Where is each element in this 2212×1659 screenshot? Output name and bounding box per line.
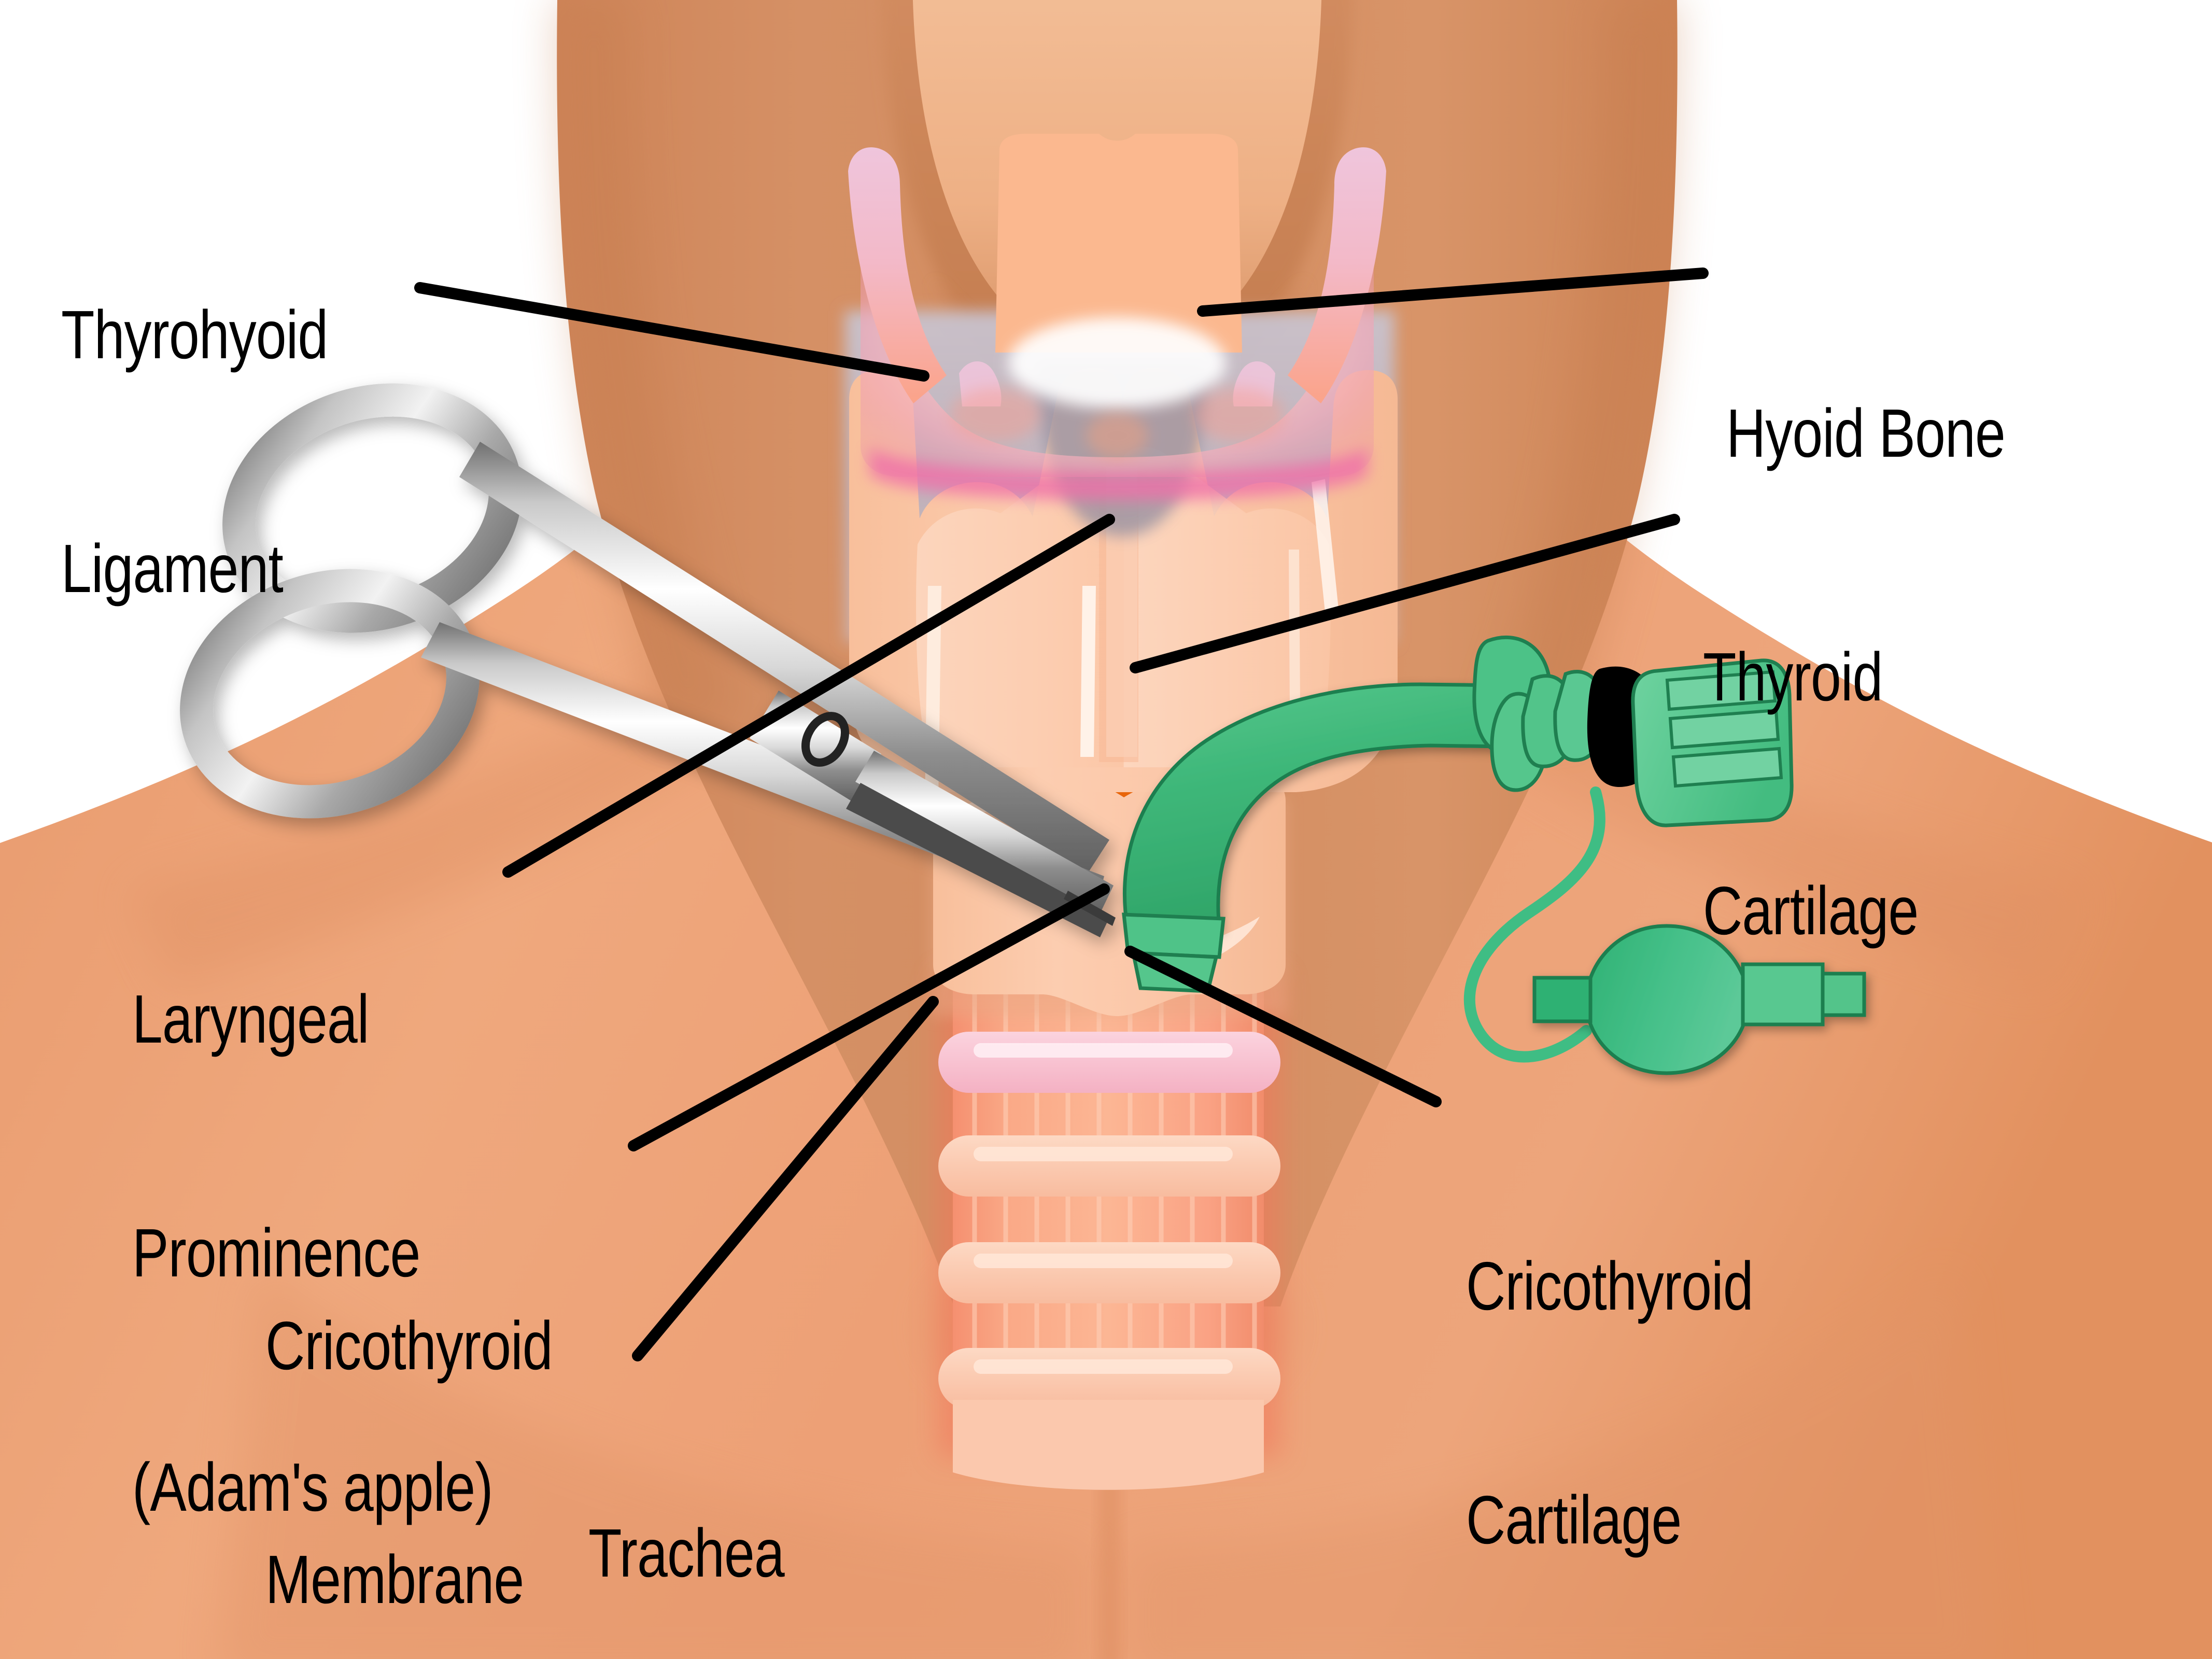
hyoid-body xyxy=(861,218,1374,477)
hyoid-bone-group xyxy=(848,134,1386,501)
label-cricothyroid-membrane-line2: Membrane xyxy=(265,1541,524,1618)
label-cricothyroid-cartilage-line2: Cartilage xyxy=(1466,1482,1682,1558)
label-hyoid-bone: Hyoid Bone xyxy=(1726,238,2006,628)
trachea xyxy=(938,975,1280,1490)
trachea-ring-2 xyxy=(938,1135,1280,1197)
pilot-line xyxy=(1463,786,1605,1063)
neck-shade-right xyxy=(1493,0,1677,736)
pilot-balloon[interactable] xyxy=(1532,924,1866,1075)
pilot-balloon-body[interactable] xyxy=(1584,924,1750,1075)
leader-laryngeal-prominence xyxy=(502,514,1115,878)
leader-trachea xyxy=(632,996,939,1361)
hyoid-horn-right xyxy=(1288,147,1386,403)
label-thyroid-cartilage-line1: Thyroid xyxy=(1703,638,1883,715)
pectoral-right xyxy=(1125,1270,1994,1659)
scissors-shank-upper[interactable] xyxy=(459,442,1109,875)
hyoid-highlight xyxy=(1008,317,1226,409)
pilot-balloon-valve[interactable] xyxy=(1741,962,1825,1027)
label-thyrohyoid-ligament-line2: Ligament xyxy=(61,530,284,607)
hyoid-blush-right xyxy=(1193,388,1285,442)
hyoid-horn-left xyxy=(848,147,947,403)
thyroid-inner xyxy=(916,447,1123,767)
tube-tip[interactable] xyxy=(1122,912,1225,959)
leader-cricothyroid-membrane xyxy=(628,883,1110,1151)
pilot-balloon-inlet xyxy=(1532,976,1593,1023)
trachea-ring-1 xyxy=(938,1032,1280,1093)
label-thyrohyoid-ligament-line1: Thyrohyoid xyxy=(61,296,328,373)
label-cricothyroid-membrane-line1: Cricothyroid xyxy=(265,1307,553,1384)
label-hyoid-bone-line1: Hyoid Bone xyxy=(1726,395,2006,471)
scissors-blade-lower[interactable] xyxy=(846,783,1109,937)
label-cricothyroid-cartilage: Cricothyroid Cartilage xyxy=(1466,1091,1754,1659)
thyroid-highlight-3 xyxy=(1312,479,1339,612)
trachea-ring-4 xyxy=(938,1348,1280,1409)
label-thyrohyoid-ligament: Thyrohyoid Ligament xyxy=(61,140,328,764)
scissors-blade-upper[interactable] xyxy=(855,751,1114,913)
scissors-screw xyxy=(801,712,849,767)
label-trachea-line1: Trachea xyxy=(588,1514,785,1591)
label-laryngeal-prominence-line1: Laryngeal xyxy=(132,980,369,1057)
laryngeal-prominence-edge xyxy=(1099,490,1138,762)
leader-hyoid-bone xyxy=(1197,268,1709,317)
leader-thyrohyoid-ligament xyxy=(414,282,929,382)
hyoid-superior-block xyxy=(995,134,1242,353)
leader-lines xyxy=(414,268,1709,1361)
pectoral-left xyxy=(220,1270,1089,1659)
thyrohyoid-ligament xyxy=(870,447,1368,501)
label-laryngeal-prominence-line2: Prominence xyxy=(132,1215,420,1291)
leader-cricothyroid-cartilage xyxy=(1124,946,1442,1107)
surgical-scissors[interactable] xyxy=(168,367,1116,937)
trachea-ring-3 xyxy=(938,1242,1280,1303)
label-laryngeal-prominence-line3: (Adam's apple) xyxy=(132,1449,493,1525)
hyoid-blush-center xyxy=(1086,413,1148,458)
trachea-distal xyxy=(953,1400,1264,1490)
tracheostomy-tube[interactable] xyxy=(1122,635,1866,1075)
thyroid-highlight-2 xyxy=(1080,586,1096,757)
leader-thyroid-cartilage xyxy=(1130,514,1680,673)
label-laryngeal-prominence: Laryngeal Prominence (Adam's apple) xyxy=(132,824,493,1659)
hyoid-blush-left xyxy=(950,388,1041,442)
tube-shaft[interactable] xyxy=(1122,682,1505,930)
label-thyroid-cartilage-line2: Cartilage xyxy=(1703,873,1919,949)
label-cricothyroid-cartilage-line1: Cricothyroid xyxy=(1466,1247,1754,1324)
thyroid-inner-r xyxy=(1124,447,1331,767)
label-thyroid-cartilage: Thyroid Cartilage xyxy=(1703,482,1919,1106)
label-trachea: Trachea xyxy=(588,1358,785,1659)
scissors-hinge[interactable] xyxy=(750,691,881,802)
neck-shade-left xyxy=(557,0,741,736)
tube-connector-ridges xyxy=(1665,670,1783,788)
label-cricothyroid-membrane: Cricothyroid Membrane xyxy=(265,1151,553,1659)
pilot-balloon-valve-tip xyxy=(1821,972,1866,1017)
